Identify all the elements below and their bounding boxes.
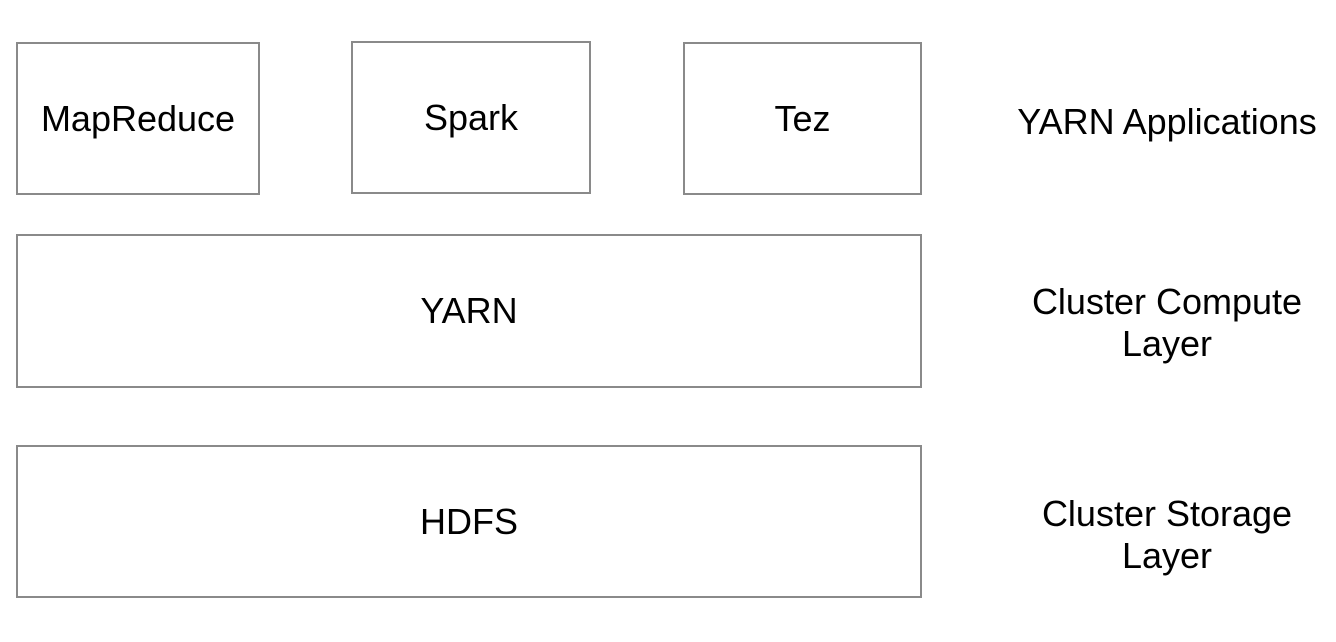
box-spark: Spark — [351, 41, 591, 194]
box-hdfs-label: HDFS — [420, 500, 518, 542]
box-mapreduce-label: MapReduce — [40, 97, 236, 139]
box-tez: Tez — [683, 42, 922, 195]
label-yarn-applications: YARN Applications — [1017, 101, 1317, 142]
box-spark-label: Spark — [423, 96, 519, 138]
box-mapreduce: MapReduce — [16, 42, 260, 195]
box-tez-label: Tez — [774, 97, 831, 139]
box-yarn-label: YARN — [420, 290, 518, 331]
box-hdfs: HDFS — [16, 445, 922, 598]
label-cluster-compute-layer: Cluster Compute Layer — [1031, 281, 1303, 364]
box-yarn: YARN — [16, 234, 922, 388]
label-cluster-storage-layer: Cluster Storage Layer — [1041, 493, 1293, 576]
